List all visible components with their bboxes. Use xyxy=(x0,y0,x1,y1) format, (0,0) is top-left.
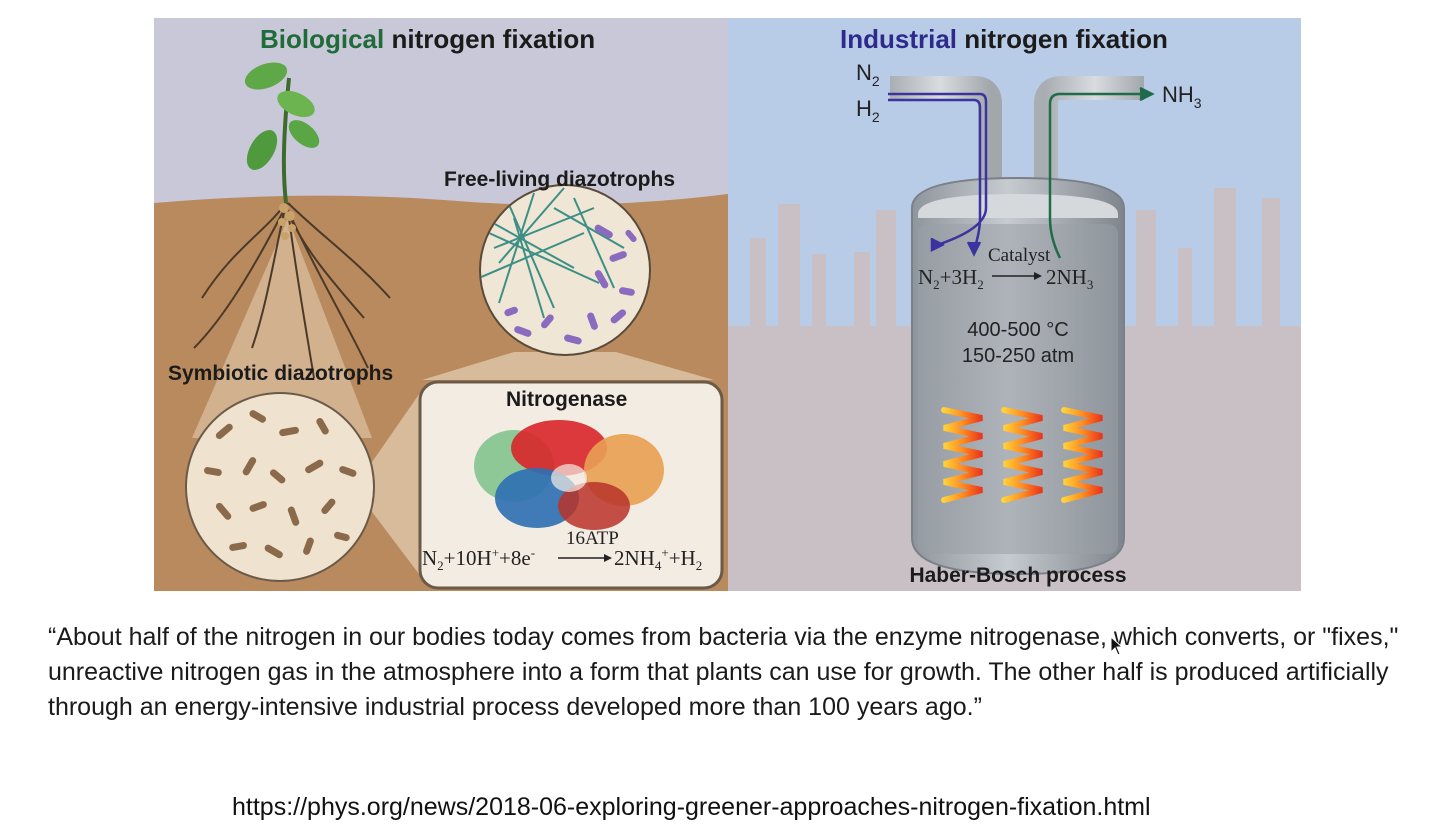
leaf xyxy=(244,62,288,90)
reactor-tank xyxy=(911,176,1125,576)
free-living-magnifier xyxy=(479,184,651,356)
biological-panel xyxy=(154,18,728,591)
haber-equation-rhs: 2NH3 xyxy=(1046,265,1093,292)
flow-arrows xyxy=(888,86,1155,259)
quote-text: “About half of the nitrogen in our bodie… xyxy=(48,623,1399,721)
nitrogenase-panel xyxy=(418,380,724,590)
reaction-arrowhead xyxy=(604,554,612,562)
rod-bacteria xyxy=(504,224,637,345)
input-flow-arrow xyxy=(888,98,982,251)
nitrogenase-equation-lhs: N2+10H++8e- xyxy=(422,545,535,573)
input-n2-label: N2 xyxy=(856,60,880,89)
input-flow-arrow xyxy=(888,92,988,246)
biological-title-highlight: Biological xyxy=(260,24,384,54)
industrial-title-highlight: Industrial xyxy=(840,24,957,54)
figure-svg: Biological nitrogen fixation Industrial … xyxy=(154,18,1301,591)
temperature-label: 400-500 °C xyxy=(967,319,1068,341)
magnify-cone-symbiotic xyxy=(192,218,372,438)
symbiotic-bacteria xyxy=(203,410,357,559)
biological-title: Biological nitrogen fixation xyxy=(260,24,595,54)
reactor-pipes xyxy=(890,76,1144,208)
nitrogen-fixation-figure: Biological nitrogen fixation Industrial … xyxy=(154,18,1301,591)
output-flow-arrow xyxy=(1048,92,1144,259)
heating-coils xyxy=(941,407,1103,503)
nitrogenase-equation-rhs: 2NH4++H2 xyxy=(614,545,702,573)
source-url-link[interactable]: https://phys.org/news/2018-06-exploring-… xyxy=(232,793,1151,821)
root-nodules xyxy=(278,203,296,240)
free-living-label: Free-living diazotrophs xyxy=(444,168,675,191)
haber-equation: Catalyst N2+3H2 2NH3 xyxy=(918,245,1093,292)
nitrogenase-arrow-label: 16ATP xyxy=(566,528,619,549)
nitrogenase-label: Nitrogenase xyxy=(506,388,627,411)
haber-bosch-label: Haber-Bosch process xyxy=(909,564,1126,587)
biological-title-rest: nitrogen fixation xyxy=(384,24,595,54)
symbiotic-label: Symbiotic diazotrophs xyxy=(168,362,393,385)
leaf xyxy=(277,90,315,118)
filamentous-bacteria xyxy=(481,187,625,319)
magnify-cone-nitrogenase xyxy=(354,390,422,578)
haber-equation-lhs: N2+3H2 xyxy=(918,265,984,292)
industrial-title: Industrial nitrogen fixation xyxy=(840,24,1168,54)
industrial-title-rest: nitrogen fixation xyxy=(957,24,1168,54)
magnify-cone-free xyxy=(422,352,714,380)
catalyst-label: Catalyst xyxy=(988,245,1051,266)
nitrogenase-protein-structure xyxy=(474,420,664,530)
industrial-panel xyxy=(728,18,1301,591)
output-nh3-label: NH3 xyxy=(1162,82,1202,111)
catalyst-arrowhead xyxy=(1034,272,1042,280)
nitrogenase-equation: N2+10H++8e- 16ATP 2NH4++H2 xyxy=(422,528,702,573)
leaf xyxy=(288,120,320,148)
plant-illustration xyxy=(193,62,391,379)
symbiotic-magnifier xyxy=(185,392,375,582)
leaf xyxy=(246,130,278,170)
city-skyline xyxy=(750,188,1280,338)
pressure-label: 150-250 atm xyxy=(962,345,1074,367)
mouse-cursor-icon xyxy=(1110,636,1124,656)
input-h2-label: H2 xyxy=(856,96,880,125)
